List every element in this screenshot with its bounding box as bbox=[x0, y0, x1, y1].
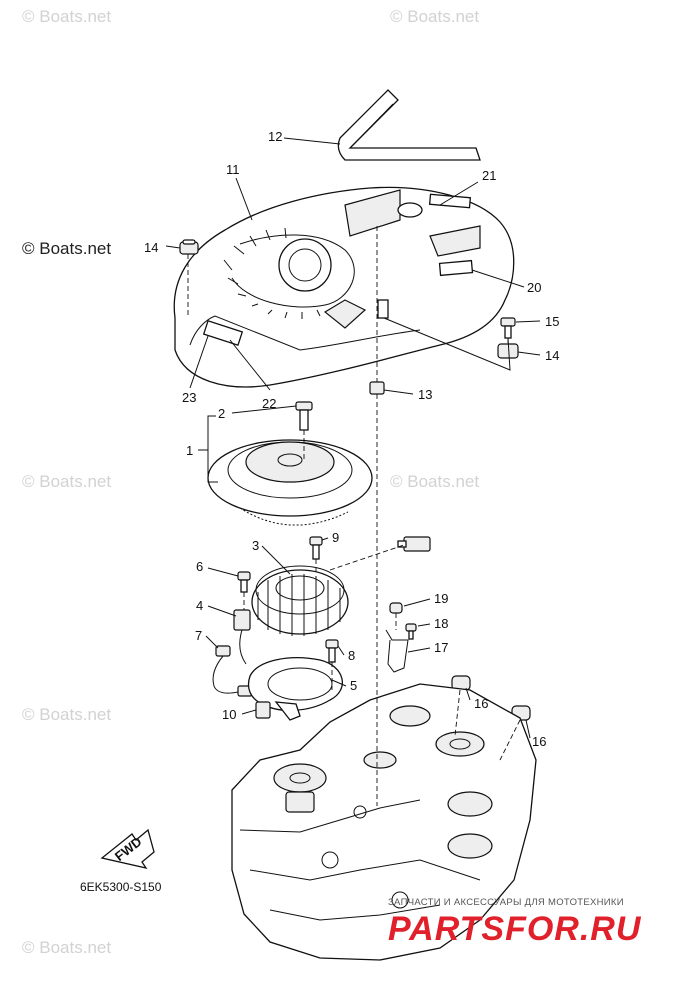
part-11-flywheel-cover bbox=[173, 186, 515, 388]
callout-6: 6 bbox=[196, 559, 203, 574]
part-7-lead-wire bbox=[212, 645, 253, 697]
part-3-stator bbox=[251, 565, 349, 636]
watermark-text: © Boats.net bbox=[22, 472, 111, 491]
watermark-text: © Boats.net bbox=[22, 7, 111, 26]
callout-17: 17 bbox=[434, 640, 448, 655]
part-13-collar bbox=[369, 381, 385, 395]
callout-10: 10 bbox=[222, 707, 236, 722]
callout-16: 16 bbox=[532, 734, 546, 749]
assembly-lines bbox=[187, 226, 521, 806]
part-15-bolt bbox=[500, 317, 516, 339]
diagram-code: 6EK5300-S150 bbox=[80, 880, 162, 894]
part-4-pulser-coil bbox=[233, 609, 251, 665]
callout-3: 3 bbox=[252, 538, 259, 553]
part-17-ground-lead bbox=[385, 629, 409, 673]
callout-8: 8 bbox=[348, 648, 355, 663]
part-5-base-plate bbox=[247, 657, 343, 721]
part-8-screw bbox=[325, 639, 339, 663]
callout-23: 23 bbox=[182, 390, 196, 405]
callout-11: 11 bbox=[226, 162, 240, 177]
callout-16: 16 bbox=[474, 696, 488, 711]
callout-22: 22 bbox=[262, 396, 276, 411]
callout-19: 19 bbox=[434, 591, 448, 606]
part-1-flywheel bbox=[207, 439, 373, 526]
part-19-clip bbox=[389, 602, 403, 614]
leader-lines bbox=[165, 137, 541, 739]
footer-branding: ЗАПЧАСТИ И АКСЕССУАРЫ ДЛЯ МОТОТЕХНИКИ PA… bbox=[388, 897, 642, 948]
part-18-screw bbox=[405, 623, 417, 640]
watermark-text: © Boats.net bbox=[390, 472, 479, 491]
watermark-text-dark: © Boats.net bbox=[22, 239, 111, 258]
callout-18: 18 bbox=[434, 616, 448, 631]
callout-14: 14 bbox=[545, 348, 559, 363]
part-6-screw bbox=[237, 571, 251, 593]
callout-9: 9 bbox=[332, 530, 339, 545]
stator-lead-connector bbox=[397, 536, 431, 552]
callout-4: 4 bbox=[196, 598, 203, 613]
watermark-text: © Boats.net bbox=[390, 7, 479, 26]
callout-15: 15 bbox=[545, 314, 559, 329]
callout-20: 20 bbox=[527, 280, 541, 295]
part-2-flywheel-bolt bbox=[295, 401, 313, 431]
callout-21: 21 bbox=[482, 168, 496, 183]
footer-brand-logo: PARTSFOR.RU bbox=[388, 910, 642, 948]
part-10-connector bbox=[255, 701, 271, 719]
watermark-text: © Boats.net bbox=[22, 938, 111, 957]
engine-block bbox=[231, 683, 537, 961]
part-12-belt bbox=[337, 89, 481, 161]
part-14-grommet-left bbox=[179, 239, 199, 255]
callout-14: 14 bbox=[144, 240, 158, 255]
callout-13: 13 bbox=[418, 387, 432, 402]
callout-7: 7 bbox=[195, 628, 202, 643]
callout-5: 5 bbox=[350, 678, 357, 693]
callout-labels: 12 11 21 14 20 15 14 13 23 22 2 1 3 9 6 … bbox=[144, 129, 559, 749]
part-14-grommet-right bbox=[497, 343, 519, 359]
watermark-text: © Boats.net bbox=[22, 705, 111, 724]
fwd-arrow-icon: FWD bbox=[100, 828, 155, 869]
footer-tagline: ЗАПЧАСТИ И АКСЕССУАРЫ ДЛЯ МОТОТЕХНИКИ bbox=[388, 897, 624, 908]
callout-1: 1 bbox=[186, 443, 193, 458]
part-9-screw bbox=[309, 536, 323, 560]
callout-2: 2 bbox=[218, 406, 225, 421]
callout-12: 12 bbox=[268, 129, 282, 144]
